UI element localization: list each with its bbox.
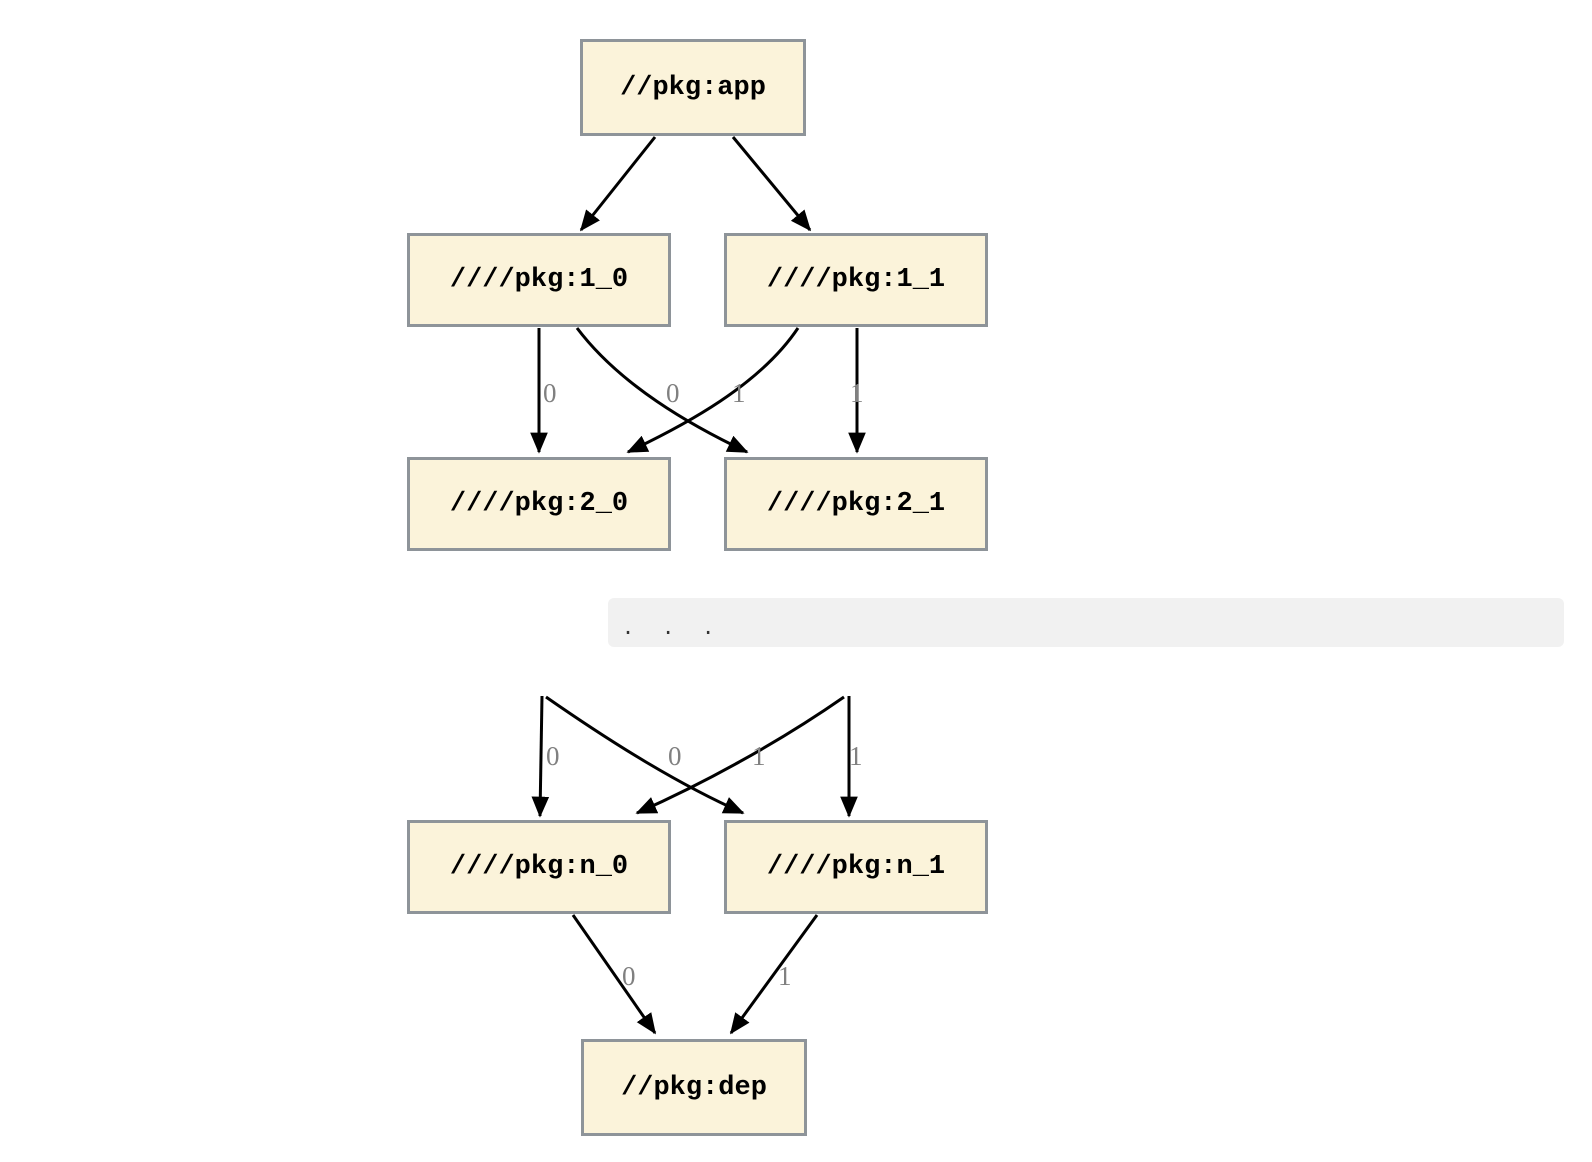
- edge-label-n_0-dep: 0: [622, 961, 636, 991]
- node-pkg-n_0: ////pkg:n_0: [407, 820, 671, 914]
- edge-label-1_0-2_0: 0: [543, 378, 557, 408]
- edge-label-1_1-2_1: 1: [850, 378, 864, 408]
- edge-label-1_1-2_0: 1: [732, 378, 746, 408]
- elision-code-block: . . .: [608, 598, 1564, 647]
- edge-n_0-to-dep: [571, 914, 657, 1035]
- edge-elided-to-n_1-cross: [545, 695, 745, 815]
- node-pkg-2_0: ////pkg:2_0: [407, 457, 671, 551]
- edge-elided-to-n_0-cross: [635, 695, 845, 815]
- edge-1_1-to-2_0: [626, 327, 800, 454]
- node-pkg-1_1: ////pkg:1_1: [724, 233, 988, 327]
- edge-app-to-1_0: [579, 136, 657, 232]
- edge-app-to-1_1: [731, 136, 812, 232]
- node-pkg-app: //pkg:app: [580, 39, 806, 136]
- edge-elided-to-n_0-vertical: [531, 695, 550, 818]
- edge-label-elided-n_1-cross: 0: [668, 741, 682, 771]
- node-pkg-n_1: ////pkg:n_1: [724, 820, 988, 914]
- edge-label-elided-n_0-vertical: 0: [546, 741, 560, 771]
- edge-label-n_1-dep: 1: [778, 961, 792, 991]
- node-pkg-dep: //pkg:dep: [581, 1039, 807, 1136]
- edge-label-elided-n_1-vertical: 1: [849, 741, 863, 771]
- edge-1_0-to-2_1: [575, 327, 749, 454]
- node-pkg-1_0: ////pkg:1_0: [407, 233, 671, 327]
- elision-dots: . . .: [622, 614, 716, 639]
- node-pkg-2_1: ////pkg:2_1: [724, 457, 988, 551]
- edge-label-elided-n_0-cross: 1: [752, 741, 766, 771]
- edge-n_1-to-dep: [729, 914, 819, 1035]
- edge-label-1_0-2_1: 0: [666, 378, 680, 408]
